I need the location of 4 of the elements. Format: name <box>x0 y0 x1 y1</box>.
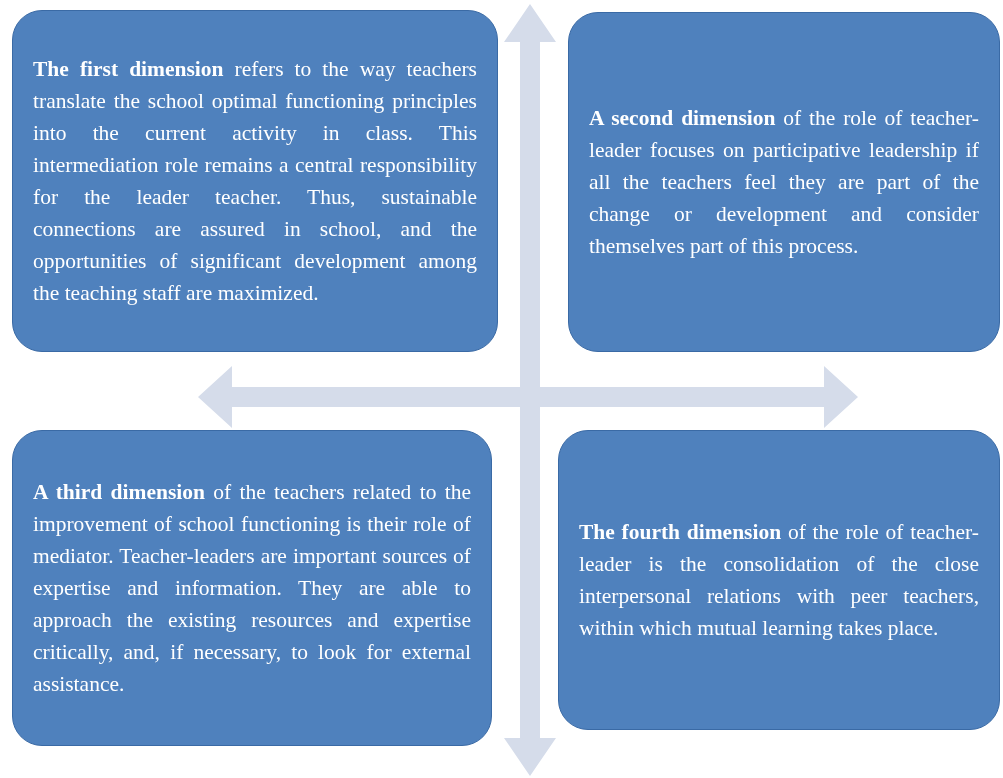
text-box: The fourth dimension of the role of teacher-leader is the consolidation of the close interpersonal relations with peer teachers, within which mutual learning takes place. <box>558 430 1000 730</box>
text-box: A third dimension of the teachers related to the improvement of school functioning is their role of mediator. Teacher-leaders are important sources of expertise and information. They are able to approach the existing resources and expertise critically, and, if necessary, to look for external assistance. <box>12 430 492 746</box>
text-box: The first dimension refers to the way teachers translate the school optimal functioning principles into the current activity in class. This intermediation role remains a central responsibility for the leader teacher. Thus, sustainable connections are assured in school, and the opportunities of significant development among the teaching staff are maximized. <box>12 10 498 352</box>
text-box: A second dimension of the role of teacher-leader focuses on participative leadership if all the teachers feel they are part of the change or development and consider themselves part of this process. <box>568 12 1000 352</box>
